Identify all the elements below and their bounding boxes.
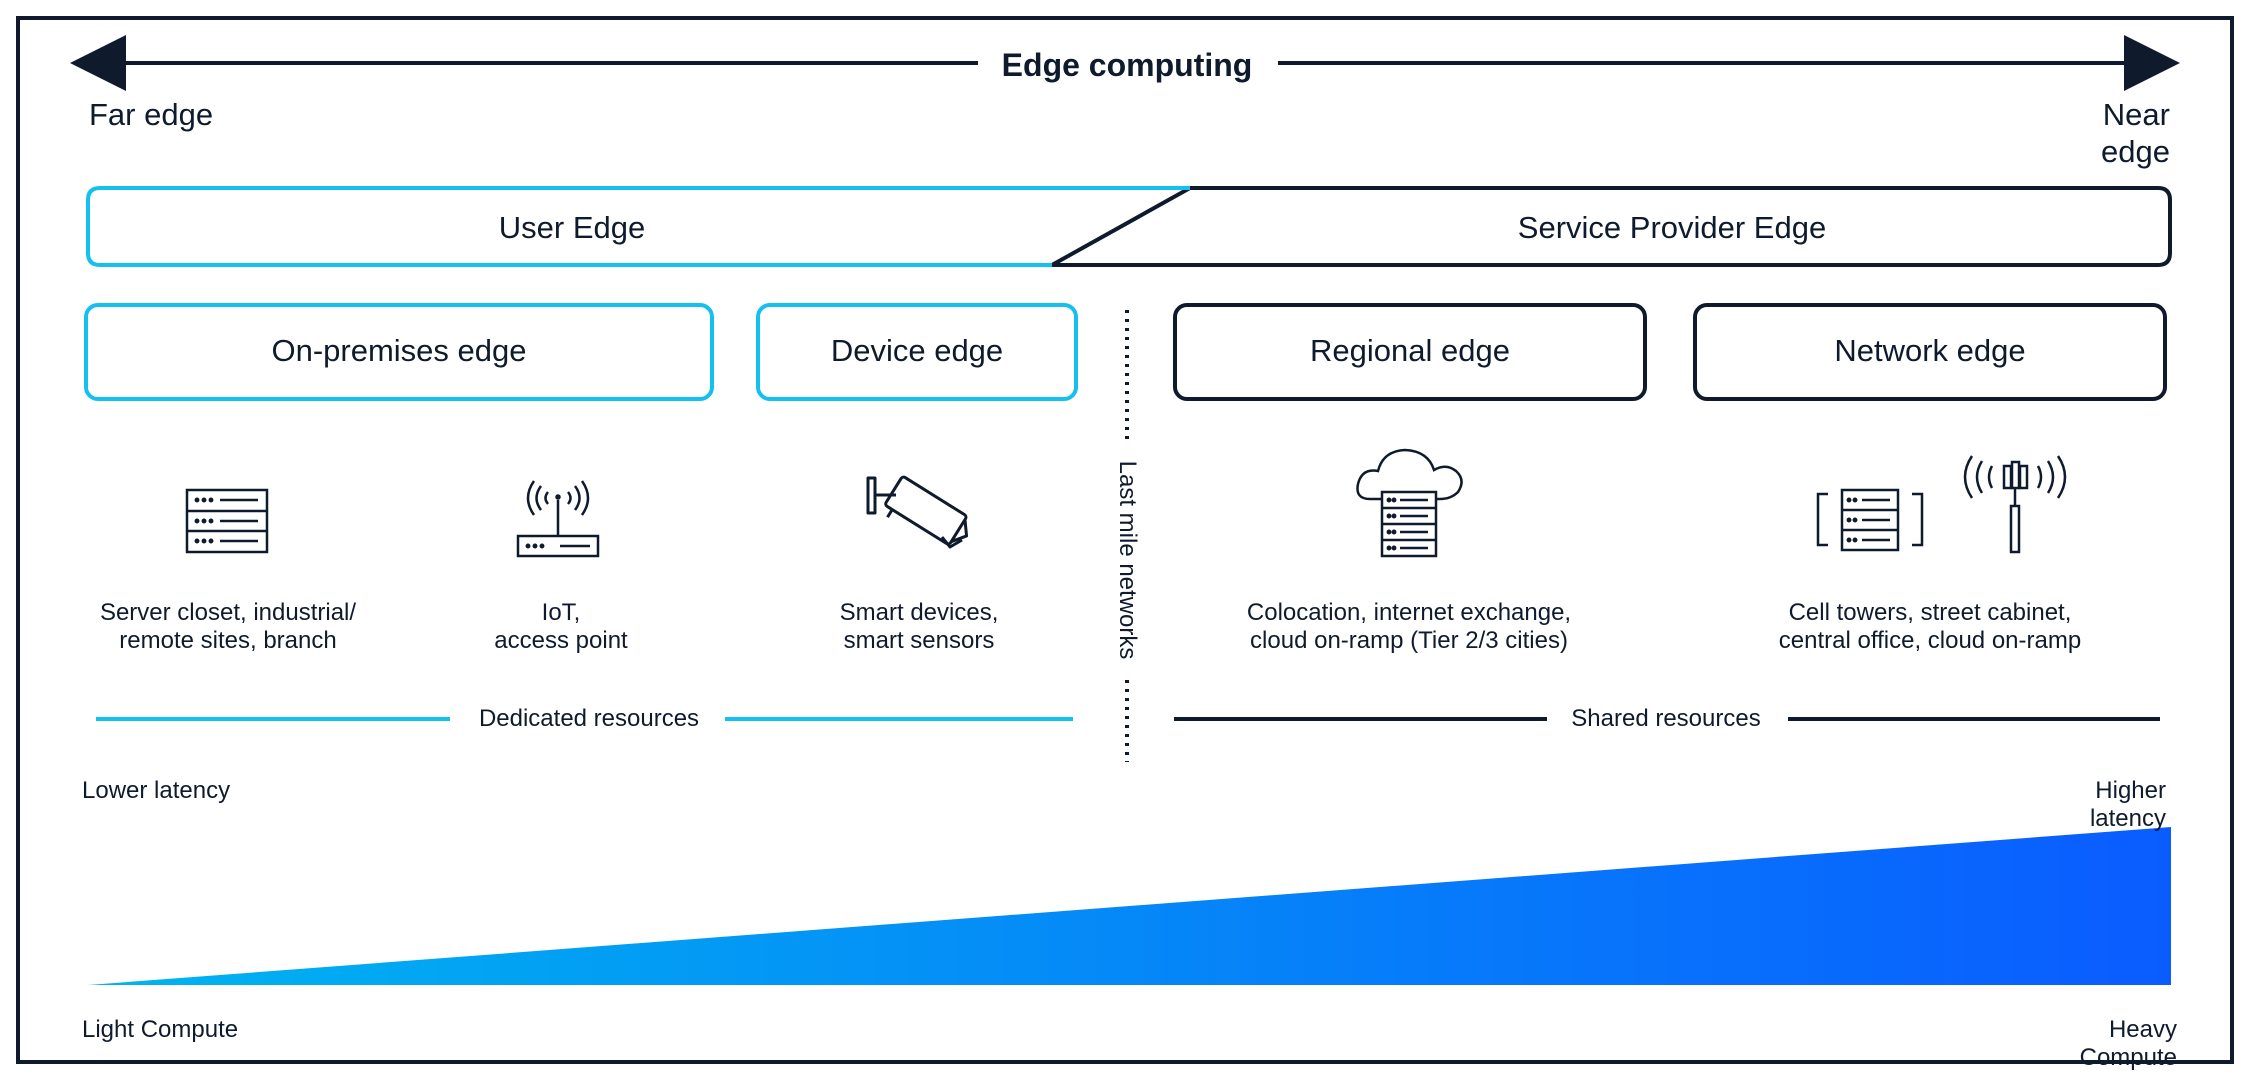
cloud-server-icon xyxy=(1356,448,1463,558)
page-title: Edge computing xyxy=(1001,47,1253,83)
iot-caption: IoT, access point xyxy=(494,599,628,655)
network-edge-box xyxy=(1693,303,2167,401)
user-edge-box xyxy=(86,186,1190,267)
service-provider-edge-box xyxy=(1050,186,2172,267)
security-camera-icon xyxy=(866,475,969,549)
last-mile-networks-label: Last mile networks xyxy=(1114,460,1141,660)
colocation-caption: Colocation, internet exchange, cloud on-… xyxy=(1246,599,1572,655)
regional-edge-label: Regional edge xyxy=(1310,333,1510,368)
heavy-compute-label: Heavy Compute xyxy=(2079,1016,2178,1072)
device-edge-label: Device edge xyxy=(830,333,1004,368)
regional-edge-box xyxy=(1173,303,1647,401)
compute-gradient-wedge xyxy=(88,827,2171,985)
on-premises-edge-label: On-premises edge xyxy=(271,333,527,368)
far-edge-label: Far edge xyxy=(89,97,214,132)
network-edge-label: Network edge xyxy=(1834,333,2026,368)
dedicated-resources-label: Dedicated resources xyxy=(478,705,700,732)
near-edge-label: Near edge xyxy=(2101,97,2170,169)
lower-latency-label: Lower latency xyxy=(82,777,231,804)
wifi-router-icon xyxy=(516,480,600,558)
cell-towers-caption: Cell towers, street cabinet, central off… xyxy=(1778,599,2082,655)
light-compute-label: Light Compute xyxy=(82,1016,239,1043)
server-bracket-icon xyxy=(1816,488,1924,552)
smart-devices-caption: Smart devices, smart sensors xyxy=(839,599,999,655)
shared-resources-label: Shared resources xyxy=(1571,705,1761,732)
higher-latency-label: Higher latency xyxy=(2089,777,2166,833)
server-closet-caption: Server closet, industrial/ remote sites,… xyxy=(99,599,357,655)
user-edge-label: User Edge xyxy=(498,210,646,245)
on-premises-edge-box xyxy=(84,303,714,401)
cell-tower-icon xyxy=(1963,455,2067,554)
device-edge-box xyxy=(756,303,1078,401)
service-provider-edge-label: Service Provider Edge xyxy=(1517,210,1827,245)
edge-type-bar xyxy=(86,186,2172,267)
server-rack-icon xyxy=(185,488,269,554)
